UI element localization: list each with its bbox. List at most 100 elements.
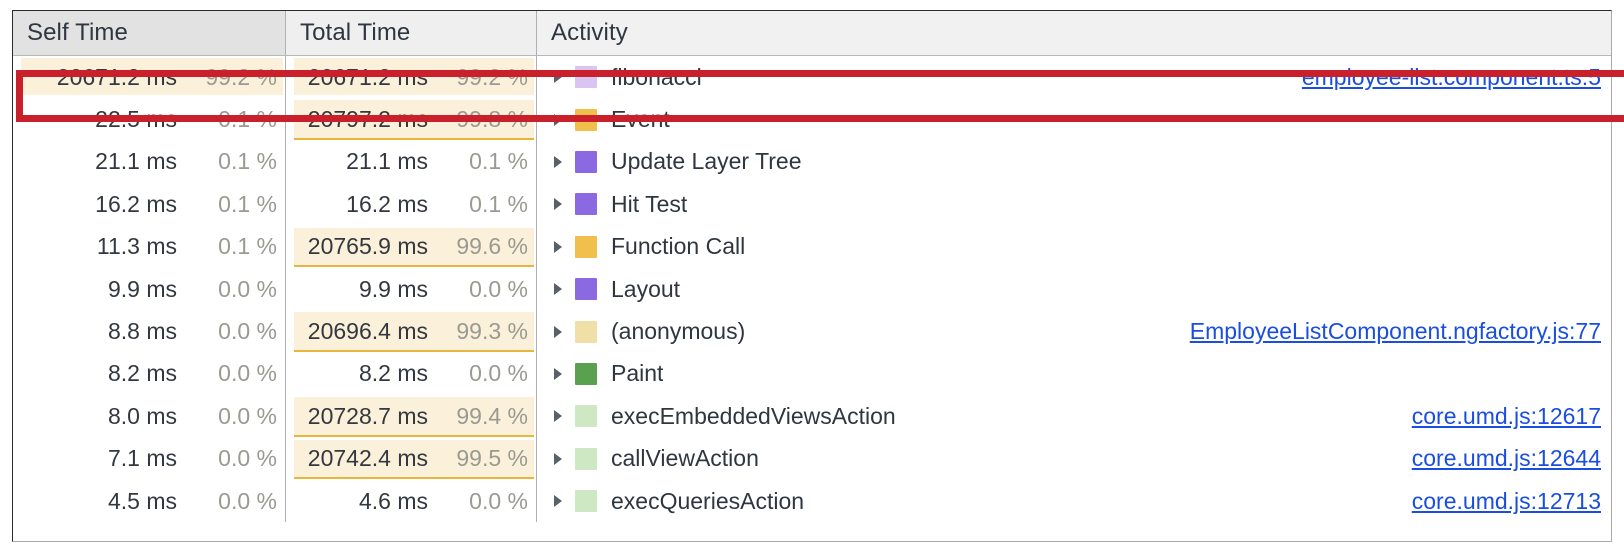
total-time-value: 20742.4 ms: [307, 445, 428, 472]
performance-bottom-up-panel: Self Time Total Time Activity 20671.2 ms…: [12, 10, 1624, 542]
total-time-value: 8.2 ms: [358, 360, 428, 387]
total-time-heat-background: [294, 397, 534, 435]
cell-total-time: 20728.7 ms 99.4 %: [286, 395, 537, 438]
expand-triangle-icon[interactable]: [547, 324, 569, 340]
expand-triangle-icon[interactable]: [547, 493, 569, 509]
expand-triangle-icon[interactable]: [547, 69, 569, 85]
self-time-value: 7.1 ms: [107, 445, 177, 472]
swatch-rendering-purple: [575, 278, 597, 301]
activity-name: execQueriesAction: [611, 487, 805, 514]
column-header-self-time[interactable]: Self Time: [13, 11, 286, 55]
activity-name: Paint: [611, 360, 664, 387]
total-time-value: 20765.9 ms: [307, 233, 428, 260]
column-header-total-time-label: Total Time: [300, 19, 411, 46]
cell-activity: Function Call: [537, 226, 1611, 268]
expand-triangle-icon[interactable]: [547, 408, 569, 424]
self-time-percent: 0.1 %: [218, 190, 277, 217]
total-time-heat-bar: [294, 476, 534, 479]
source-location-link[interactable]: EmployeeListComponent.ngfactory.js:77: [1189, 318, 1601, 345]
expand-triangle-icon[interactable]: [547, 366, 569, 382]
total-time-percent: 99.4 %: [456, 402, 528, 429]
source-location-link[interactable]: core.umd.js:12617: [1411, 402, 1601, 429]
source-location-link[interactable]: employee-list.component.ts:5: [1301, 63, 1601, 90]
self-time-percent: 0.0 %: [218, 445, 277, 472]
total-time-heat-bar: [294, 137, 534, 140]
swatch-painting-pale-green: [575, 447, 597, 470]
cell-activity: Paint: [537, 353, 1611, 395]
total-time-heat-bar: [294, 264, 534, 267]
self-time-value: 21.1 ms: [95, 148, 177, 175]
activity-name: Hit Test: [611, 190, 688, 217]
total-time-percent: 0.0 %: [469, 275, 528, 302]
cell-self-time: 16.2 ms 0.1 %: [13, 183, 286, 226]
self-time-value: 20671.2 ms: [56, 63, 177, 90]
cell-total-time: 8.2 ms 0.0 %: [286, 352, 537, 396]
expand-triangle-icon[interactable]: [547, 196, 569, 212]
activity-name: Function Call: [611, 233, 746, 260]
activity-name: (anonymous): [611, 318, 746, 345]
total-time-percent: 0.0 %: [469, 487, 528, 514]
expand-triangle-icon[interactable]: [547, 154, 569, 170]
column-header-self-time-label: Self Time: [27, 19, 128, 46]
self-time-percent: 0.0 %: [218, 275, 277, 302]
self-time-value: 16.2 ms: [95, 190, 177, 217]
column-header-total-time[interactable]: Total Time: [286, 11, 537, 55]
total-time-heat-background: [294, 227, 534, 265]
column-header-activity[interactable]: Activity: [537, 11, 1611, 55]
source-location-link[interactable]: core.umd.js:12644: [1411, 445, 1601, 472]
self-time-percent: 0.1 %: [218, 233, 277, 260]
total-time-value: 21.1 ms: [346, 148, 428, 175]
expand-triangle-icon[interactable]: [547, 112, 569, 128]
swatch-event-yellow: [575, 108, 597, 131]
total-time-percent: 0.0 %: [469, 360, 528, 387]
activity-name: Event: [611, 106, 670, 133]
source-location-link[interactable]: core.umd.js:12713: [1411, 487, 1601, 514]
expand-triangle-icon[interactable]: [547, 451, 569, 467]
total-time-percent: 99.8 %: [456, 106, 528, 133]
self-time-value: 8.8 ms: [107, 318, 177, 345]
total-time-heat-background: [294, 312, 534, 350]
cell-activity: Event: [537, 98, 1611, 140]
self-time-percent: 0.0 %: [218, 360, 277, 387]
self-time-value: 4.5 ms: [107, 487, 177, 514]
total-time-value: 4.6 ms: [358, 487, 428, 514]
total-time-value: 9.9 ms: [358, 275, 428, 302]
expand-triangle-icon[interactable]: [547, 281, 569, 297]
expand-triangle-icon[interactable]: [547, 239, 569, 255]
total-time-percent: 0.1 %: [469, 190, 528, 217]
swatch-painting-pale-green: [575, 490, 597, 513]
swatch-rendering-purple: [575, 150, 597, 173]
swatch-painting-pale-green: [575, 405, 597, 428]
cell-self-time: 7.1 ms 0.0 %: [13, 437, 286, 480]
self-time-percent: 0.1 %: [218, 106, 277, 133]
cell-activity: execQueriesAction core.umd.js:12713: [537, 480, 1611, 522]
activity-name: Update Layer Tree: [611, 148, 802, 175]
total-time-heat-bar: [294, 434, 534, 437]
total-time-value: 20728.7 ms: [307, 402, 428, 429]
total-time-value: 20671.2 ms: [307, 63, 428, 90]
